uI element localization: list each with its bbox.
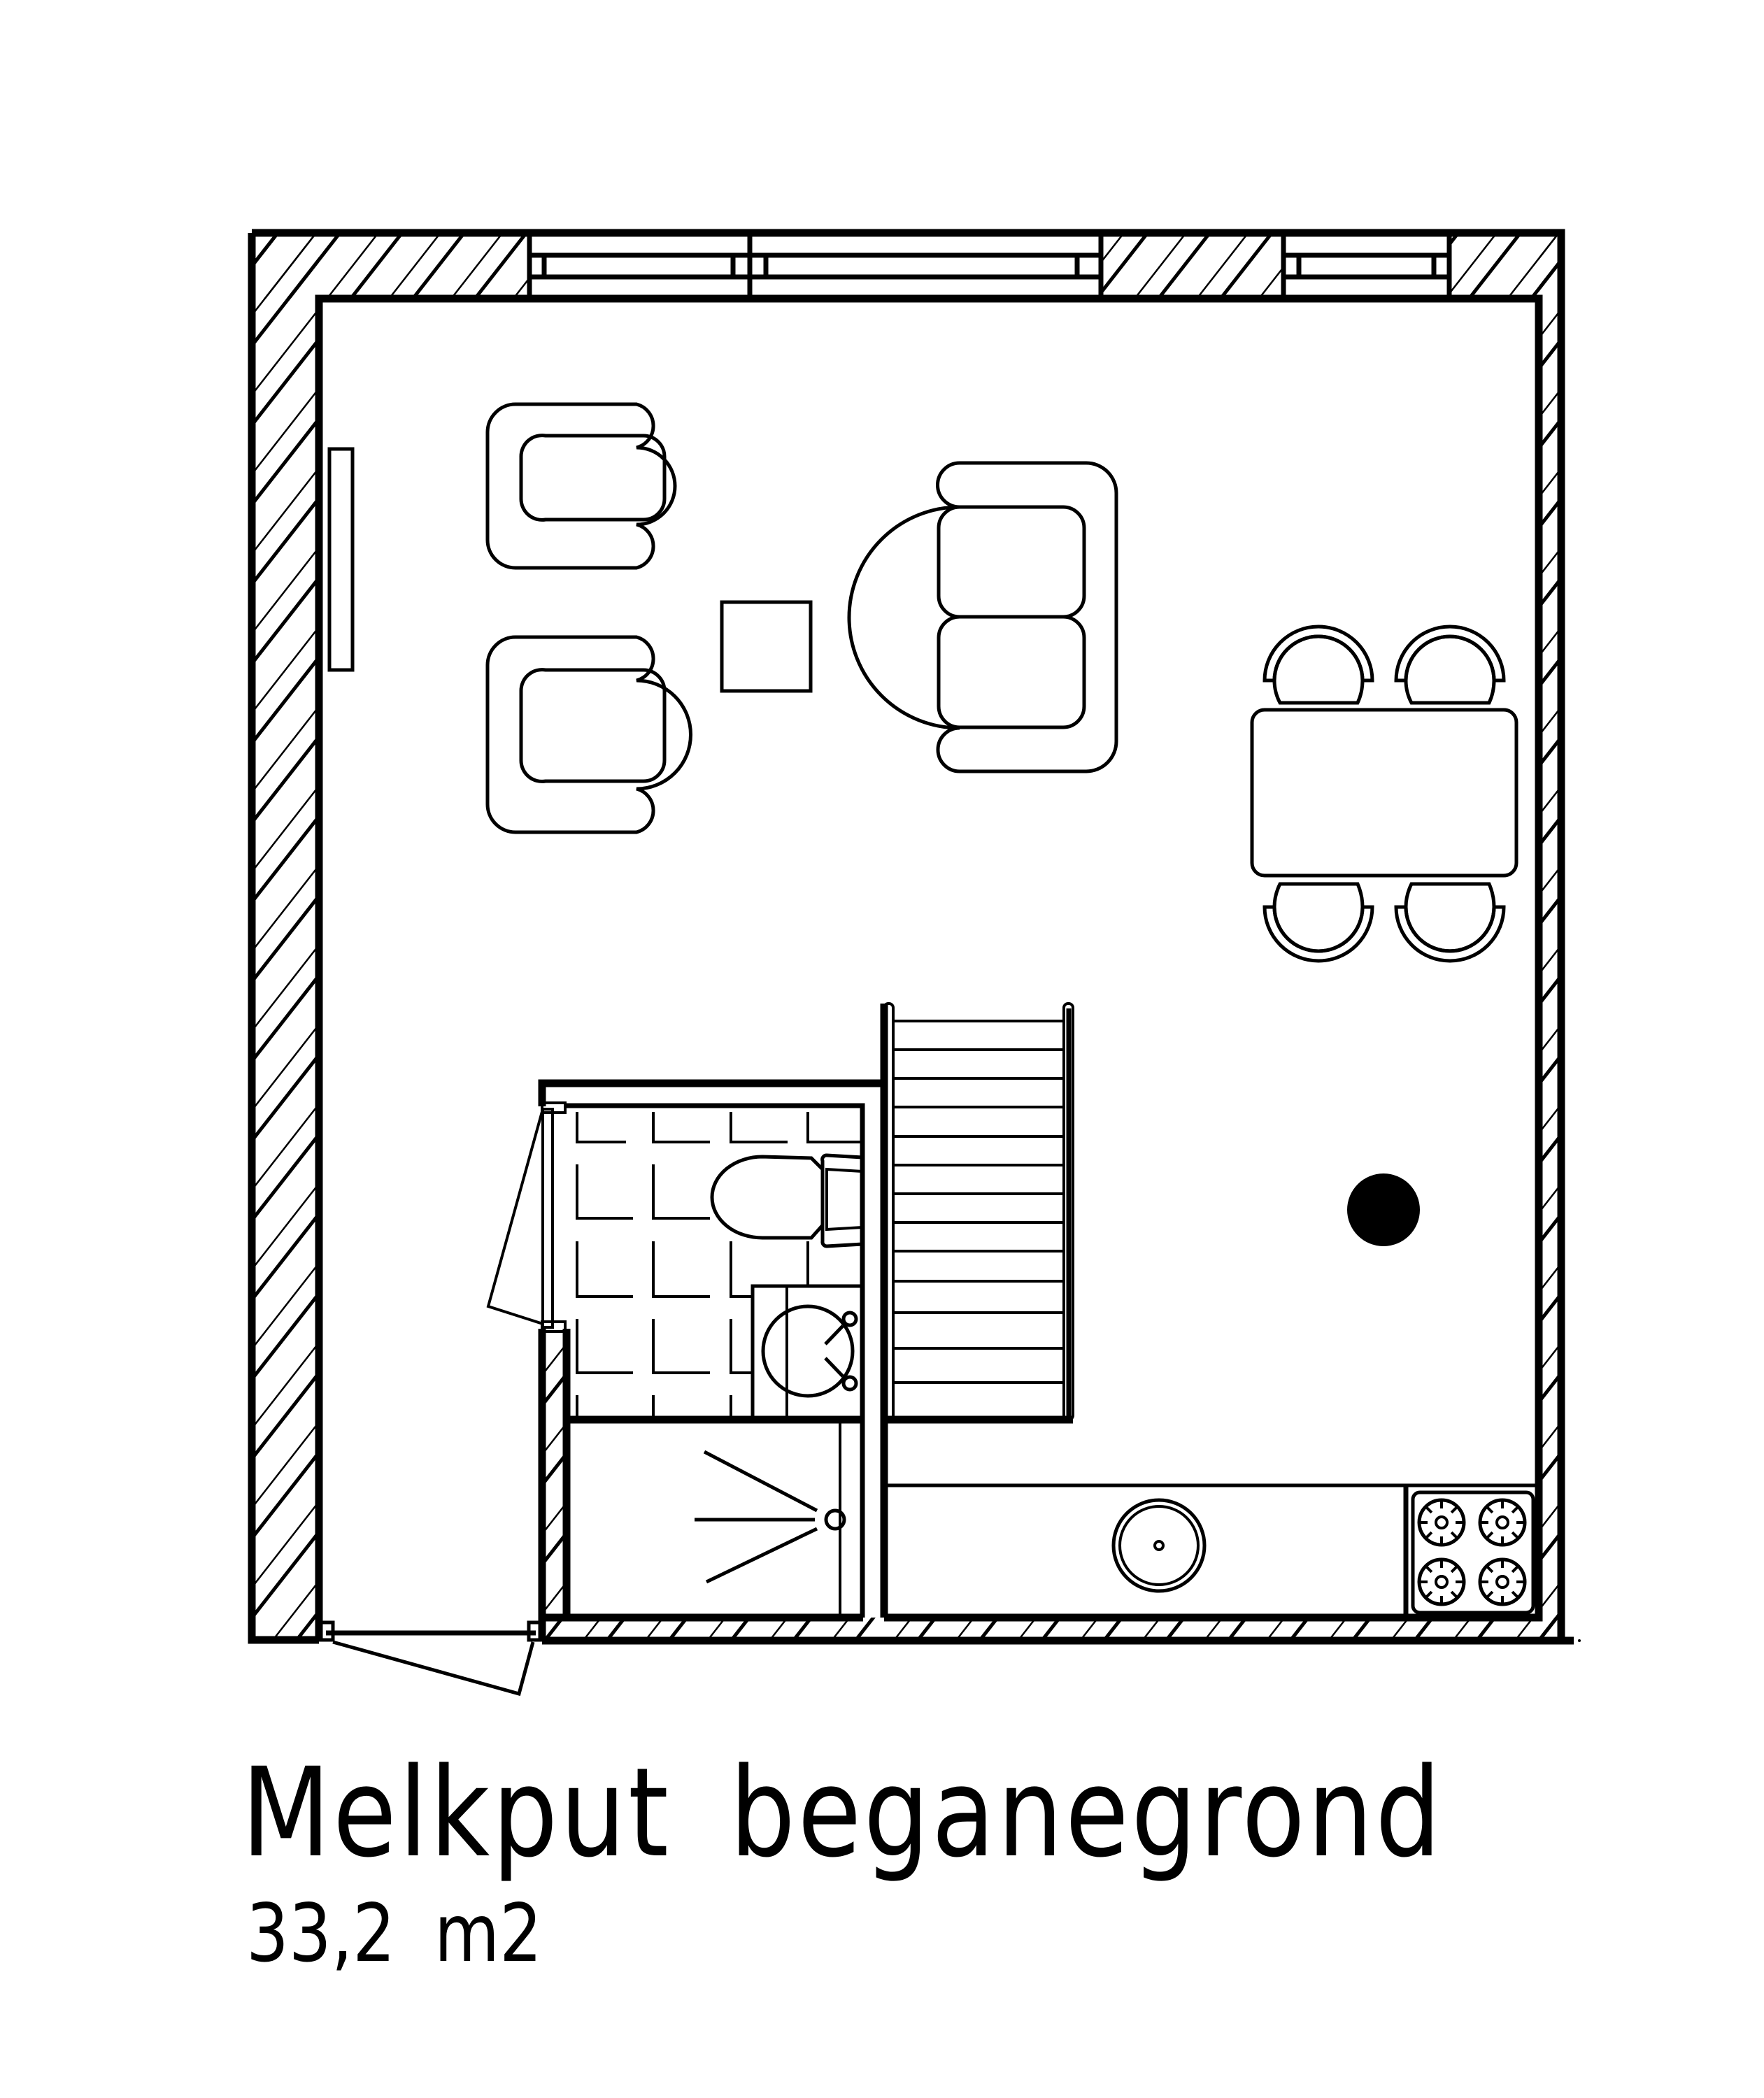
sofa [847, 461, 1118, 773]
dining-set [1250, 625, 1518, 963]
armchair-bottom [485, 635, 692, 834]
staircase [883, 1002, 1074, 1618]
toilet [710, 1153, 865, 1248]
coffee-table [720, 600, 813, 693]
dining-table [1250, 708, 1518, 878]
burner-icon [1417, 1557, 1466, 1606]
window-left [527, 229, 1104, 303]
column-dot [1347, 1173, 1420, 1246]
kitchen-counter [885, 1483, 1539, 1618]
armchair-top [485, 402, 677, 570]
stove [1403, 1485, 1535, 1618]
front-door [317, 1620, 544, 1697]
plan-title: Melkput beganegrond [241, 1741, 1444, 1885]
toilet-door [486, 1108, 554, 1329]
burner-icon [1478, 1557, 1527, 1606]
burner-icon [1478, 1498, 1527, 1547]
kitchen-sink [1111, 1498, 1207, 1593]
washbasin [751, 1284, 865, 1420]
shower-head [824, 1508, 846, 1531]
radiator [327, 447, 355, 672]
tile-floor [576, 1112, 860, 1418]
chair [1394, 882, 1506, 963]
chair [1262, 882, 1374, 963]
exterior-walls [248, 229, 1574, 1645]
plan-area: 33,2 m2 [246, 1887, 543, 1980]
shower [695, 1422, 846, 1618]
window-right [1281, 229, 1452, 303]
chair [1262, 625, 1374, 705]
chair [1394, 625, 1506, 705]
toilet-room-walls [538, 1004, 888, 1618]
burner-icon [1417, 1498, 1466, 1547]
